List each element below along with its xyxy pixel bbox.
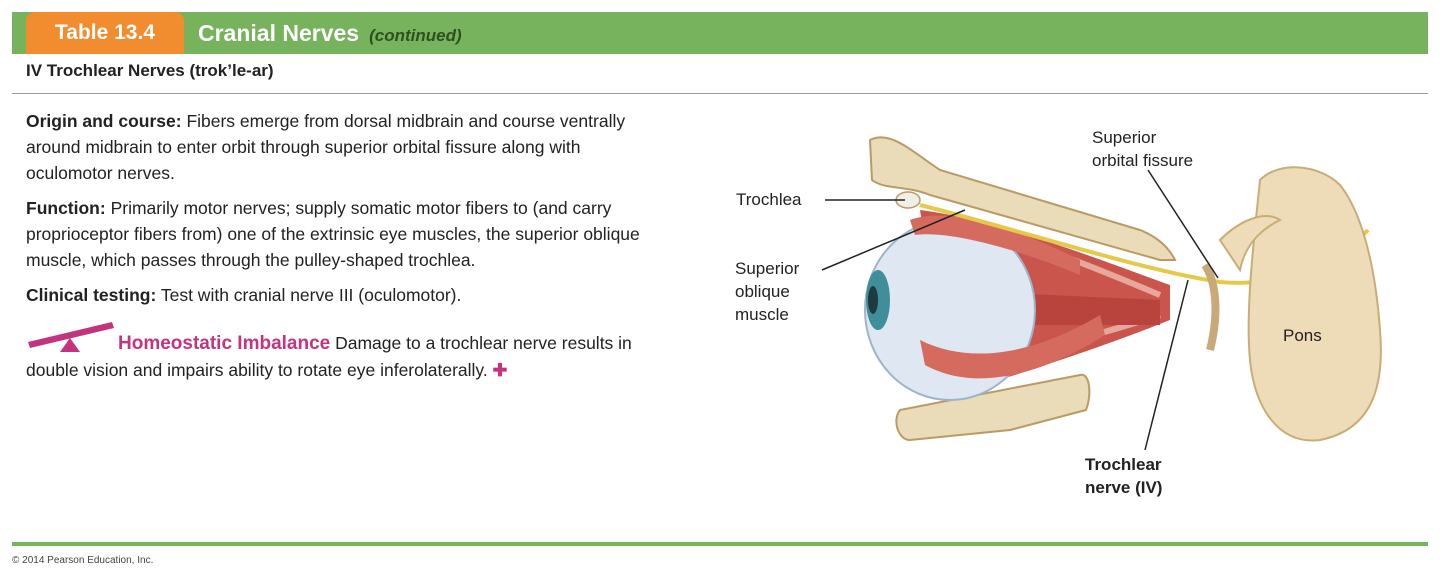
superior-oblique-muscle <box>910 215 1080 275</box>
label-superior-oblique-2: oblique <box>735 282 790 301</box>
bottom-rule <box>12 542 1428 546</box>
header-bar <box>12 12 1428 54</box>
description-column: Origin and course: Fibers emerge from do… <box>26 108 646 383</box>
homeostatic-title: Homeostatic Imbalance <box>118 333 331 354</box>
table-title: Cranial Nerves (continued) <box>198 12 462 54</box>
homeostatic-text: Damage to a trochlear nerve results in d… <box>26 333 632 380</box>
orbital-floor <box>895 373 1091 442</box>
pons <box>1247 166 1382 442</box>
table-title-text: Cranial Nerves <box>198 20 360 46</box>
function-paragraph: Function: Primarily motor nerves; supply… <box>26 195 646 273</box>
clinical-label: Clinical testing: <box>26 285 157 305</box>
orbit-illustration <box>821 136 1382 451</box>
function-text: Primarily motor nerves; supply somatic m… <box>26 198 640 270</box>
clinical-paragraph: Clinical testing: Test with cranial nerv… <box>26 282 646 308</box>
inferior-muscle <box>920 315 1105 379</box>
clinical-text: Test with cranial nerve III (oculomotor)… <box>156 285 462 305</box>
leader-fissure <box>1147 169 1219 279</box>
origin-text: Fibers emerge from dorsal midbrain and c… <box>26 111 626 183</box>
plus-icon: ✚ <box>492 360 508 380</box>
origin-paragraph: Origin and course: Fibers emerge from do… <box>26 108 646 186</box>
brainstem-upper <box>1218 215 1282 273</box>
orbital-roof <box>868 136 1177 261</box>
label-superior-oblique-3: muscle <box>735 305 789 324</box>
leader-trochlear-nerve <box>1144 279 1189 451</box>
label-trochlea: Trochlea <box>736 190 802 209</box>
nerve-subtitle: IV Trochlear Nerves (trok’le-ar) <box>26 61 274 80</box>
label-trochlear-nerve-1: Trochlear <box>1085 455 1162 474</box>
label-superior-oblique-1: Superior <box>735 259 800 278</box>
divider <box>12 93 1428 94</box>
label-pons: Pons <box>1283 326 1322 345</box>
orbital-fissure <box>1201 262 1220 351</box>
label-fissure-1: Superior <box>1092 128 1157 147</box>
function-label: Function: <box>26 198 106 218</box>
table-number-tab: Table 13.4 <box>26 12 184 54</box>
label-fissure-2: orbital fissure <box>1092 151 1194 170</box>
continued-label: (continued) <box>369 26 462 45</box>
pupil <box>868 286 878 314</box>
copyright: © 2014 Pearson Education, Inc. <box>12 555 154 566</box>
label-trochlear-nerve-2: nerve (IV) <box>1085 478 1163 497</box>
origin-label: Origin and course: <box>26 111 182 131</box>
seesaw-icon <box>28 322 114 352</box>
homeostatic-imbalance-box: Homeostatic Imbalance Damage to a trochl… <box>26 322 646 383</box>
leader-superior-oblique <box>821 209 966 271</box>
